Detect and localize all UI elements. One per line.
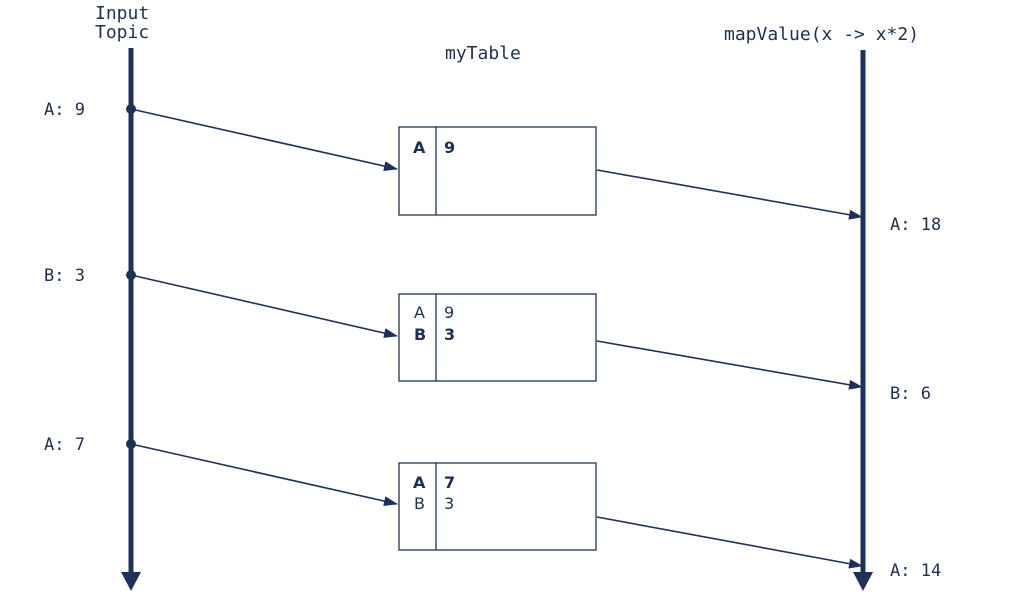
table-header: myTable bbox=[445, 43, 521, 64]
table-value: 7 bbox=[444, 473, 455, 492]
table-key: A bbox=[413, 473, 426, 492]
table-value: 9 bbox=[444, 303, 454, 322]
table-value: 9 bbox=[444, 138, 455, 157]
input-to-table-arrow bbox=[130, 443, 398, 507]
table-snapshot bbox=[398, 293, 597, 382]
table-to-output-arrow bbox=[596, 340, 863, 390]
input-event-label: A: 9 bbox=[44, 100, 85, 120]
output-event-label: B: 6 bbox=[890, 384, 931, 404]
table-snapshot bbox=[398, 462, 597, 551]
output-timeline-arrowhead bbox=[853, 572, 873, 591]
table-to-output-arrow bbox=[596, 169, 863, 220]
output-event-label: A: 14 bbox=[890, 561, 941, 581]
table-key: A bbox=[413, 138, 426, 157]
event-group: B: 3 A 9 B 3 B: 6 bbox=[44, 266, 931, 404]
event-group: A: 7 A 7 B 3 A: 14 bbox=[44, 435, 941, 581]
table-value: 3 bbox=[444, 325, 455, 344]
table-key: A bbox=[414, 303, 425, 322]
input-topic-header-line2: Topic bbox=[95, 22, 149, 43]
table-value: 3 bbox=[444, 494, 454, 513]
input-timeline-arrowhead bbox=[121, 572, 141, 591]
input-to-table-arrow bbox=[130, 108, 398, 172]
output-event-label: A: 18 bbox=[890, 215, 941, 235]
input-event-label: A: 7 bbox=[44, 435, 85, 455]
table-key: B bbox=[414, 325, 426, 344]
input-topic-header-line1: Input bbox=[95, 3, 149, 24]
table-to-output-arrow bbox=[596, 516, 863, 569]
map-header: mapValue(x -> x*2) bbox=[724, 24, 919, 45]
input-to-table-arrow bbox=[130, 274, 398, 338]
table-snapshot bbox=[398, 126, 597, 216]
table-key: B bbox=[414, 494, 425, 513]
event-group: A: 9 A 9 A: 18 bbox=[44, 100, 941, 235]
input-event-label: B: 3 bbox=[44, 266, 85, 286]
